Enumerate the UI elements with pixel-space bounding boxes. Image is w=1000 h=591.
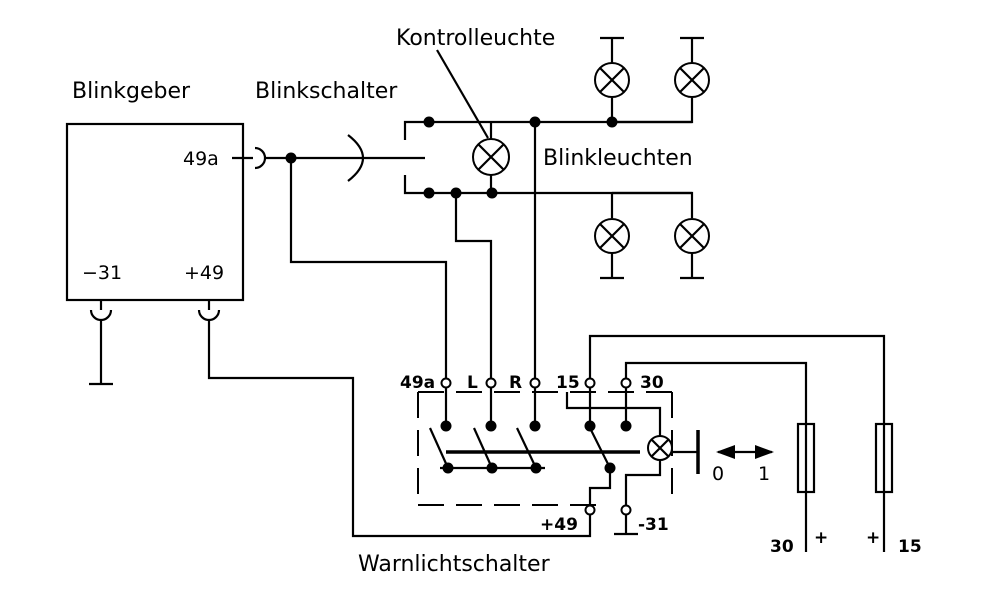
blinkleuchte-lamp bbox=[612, 36, 710, 124]
warnlicht-kontrolllampe bbox=[647, 435, 673, 461]
blinkleuchte-lamp bbox=[594, 193, 630, 280]
terminal-49a bbox=[440, 377, 452, 389]
switch-contacts bbox=[440, 388, 662, 436]
terminal-30 bbox=[620, 377, 632, 389]
wire-plus49 bbox=[197, 300, 592, 538]
warnlichtschalter-label: Warnlichtschalter bbox=[358, 552, 551, 577]
supply-15-plus: + bbox=[866, 528, 880, 548]
wire-49a-to-warnlichtschalter bbox=[289, 158, 448, 378]
terminal-30-label: 30 bbox=[640, 373, 664, 393]
terminal-plus49 bbox=[584, 504, 596, 516]
blinkschalter-frame bbox=[403, 120, 425, 195]
supply-15-label: 15 bbox=[898, 537, 922, 557]
supply-30-plus: + bbox=[814, 528, 828, 548]
fuse-30 bbox=[796, 422, 816, 552]
terminal-minus31-label: -31 bbox=[638, 515, 669, 535]
wire-30 bbox=[624, 361, 808, 424]
supply-30-label: 30 bbox=[770, 537, 794, 557]
blinkleuchte-lamp bbox=[612, 191, 710, 280]
junction-dot bbox=[423, 116, 435, 128]
blinkgeber-terminal-minus31: −31 bbox=[82, 262, 122, 284]
blinkschalter-connector bbox=[347, 134, 364, 182]
blinkgeber-terminal-49a: 49a bbox=[183, 148, 219, 170]
blinkgeber-terminal-plus49: +49 bbox=[184, 262, 224, 284]
terminal-minus31 bbox=[620, 504, 632, 516]
terminal-L bbox=[485, 377, 497, 389]
switch-blades bbox=[428, 427, 662, 510]
blinkschalter-label: Blinkschalter bbox=[255, 79, 398, 104]
terminal-R-label: R bbox=[509, 373, 522, 393]
junction-dot bbox=[423, 187, 435, 199]
blinkleuchte-lamp bbox=[594, 36, 630, 122]
terminal-R bbox=[529, 377, 541, 389]
switch-position-0: 0 bbox=[712, 463, 724, 485]
direction-arrows bbox=[716, 445, 774, 459]
ground-warnlichtschalter bbox=[614, 515, 638, 536]
kontrollleuchte-label: Kontrolleuchte bbox=[396, 26, 555, 51]
kontrollleuchte-lamp bbox=[472, 122, 510, 193]
connector-49a bbox=[232, 146, 425, 170]
wire-L bbox=[454, 193, 493, 378]
wire-15 bbox=[588, 334, 886, 424]
terminal-49a-label: 49a bbox=[400, 373, 435, 393]
terminal-L-label: L bbox=[467, 373, 478, 393]
kontrollleuchte-leader bbox=[436, 49, 489, 139]
blinkleuchten-label: Blinkleuchten bbox=[543, 146, 693, 171]
blinkgeber-box bbox=[65, 122, 245, 302]
fuse-15 bbox=[874, 422, 894, 552]
ground-minus31 bbox=[89, 300, 113, 386]
switch-position-1: 1 bbox=[758, 463, 770, 485]
terminal-plus49-label: +49 bbox=[540, 515, 578, 535]
blinkgeber-label: Blinkgeber bbox=[72, 79, 191, 104]
terminal-15-label: 15 bbox=[556, 373, 580, 393]
terminal-15 bbox=[584, 377, 596, 389]
